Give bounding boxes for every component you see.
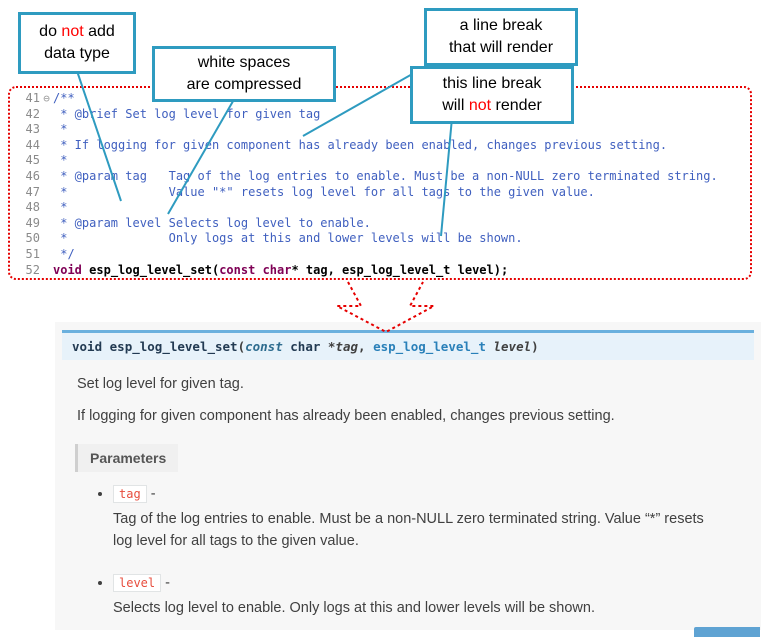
callout-text-line: white spaces: [197, 54, 291, 72]
rendered-docs: void esp_log_level_set(const char *tag, …: [55, 322, 761, 630]
doc-paragraph-detail: If logging for given component has alrea…: [77, 408, 615, 424]
line-number: 50: [25, 231, 40, 246]
line-number: 51: [25, 246, 40, 261]
fold-margin: [40, 153, 53, 169]
line-number: 45: [25, 153, 40, 168]
signature-segment: const: [245, 339, 283, 354]
callout-text-line: this line break: [442, 75, 542, 93]
doc-paragraph-brief: Set log level for given tag.: [77, 376, 244, 392]
parameter-item: level - Selects log level to enable. Only…: [113, 573, 761, 620]
callout-line-break-not-render: this line break will not render: [410, 66, 574, 124]
fold-margin: [40, 247, 53, 263]
callout-text-line: will not render: [442, 97, 542, 114]
code-line[interactable]: 49 * @param level Selects log level to e…: [16, 216, 750, 232]
signature-segment: esp_log_level_set: [109, 339, 238, 354]
callout-text-line: data type: [44, 45, 110, 62]
code-line[interactable]: 42 * @brief Set log level for given tag: [16, 107, 750, 123]
type-link[interactable]: esp_log_level_t: [373, 339, 486, 354]
next-signature-strip: [694, 627, 760, 637]
code-line[interactable]: 48 *: [16, 200, 750, 216]
code-text: *: [53, 122, 68, 137]
fold-margin: [40, 138, 53, 154]
code-text: /**: [53, 91, 75, 105]
signature-segment: char: [282, 339, 328, 354]
parameter-list: tag - Tag of the log entries to enable. M…: [55, 485, 761, 620]
callout-text-line: a line break: [459, 17, 543, 35]
parameter-name-row: tag -: [113, 485, 761, 503]
fold-margin: [40, 185, 53, 201]
param-name-literal: tag: [113, 485, 147, 503]
code-text: * @param tag Tag of the log entries to e…: [53, 168, 718, 183]
parameter-description: Tag of the log entries to enable. Must b…: [113, 511, 704, 549]
line-number: 49: [25, 215, 40, 230]
code-line[interactable]: 44 * If logging for given component has …: [16, 138, 750, 154]
code-lines: 41⊖/**42 * @brief Set log level for give…: [16, 91, 750, 278]
code-editor-snippet[interactable]: 41⊖/**42 * @brief Set log level for give…: [8, 86, 752, 280]
param-name-literal: level: [113, 573, 162, 592]
code-text: * Value "*" resets log level for all tag…: [53, 184, 595, 199]
signature-segment: ): [531, 339, 539, 354]
code-text: * Only logs at this and lower levels wil…: [53, 231, 523, 246]
code-line[interactable]: 46 * @param tag Tag of the log entries t…: [16, 169, 750, 185]
code-line[interactable]: 50 * Only logs at this and lower levels …: [16, 231, 750, 247]
line-number: 43: [25, 122, 40, 137]
function-signature: void esp_log_level_set(const char *tag, …: [62, 330, 754, 360]
line-number: 52: [25, 262, 40, 277]
parameter-name-row: level -: [113, 573, 761, 592]
fold-margin: [40, 216, 53, 232]
code-text: *: [53, 153, 68, 168]
parameters-heading: Parameters: [75, 444, 179, 472]
parameter-item: tag - Tag of the log entries to enable. M…: [113, 485, 761, 553]
line-number: 42: [25, 106, 40, 121]
code-text: */: [53, 246, 75, 261]
line-number: 46: [25, 168, 40, 183]
code-line[interactable]: 51 */: [16, 247, 750, 263]
fold-margin: [40, 263, 53, 279]
signature-segment: *tag: [327, 339, 359, 354]
parameter-description: Selects log level to enable. Only logs a…: [113, 599, 595, 616]
fold-margin: [40, 231, 53, 247]
fold-margin: [40, 107, 53, 123]
fold-margin: [40, 169, 53, 185]
signature-segment: (: [237, 339, 246, 354]
code-line[interactable]: 43 *: [16, 122, 750, 138]
signature-segment: ,: [358, 339, 374, 354]
code-line[interactable]: 52 void esp_log_level_set(const char* tag…: [16, 263, 750, 279]
fold-margin: [40, 122, 53, 138]
code-line[interactable]: 47 * Value "*" resets log level for all …: [16, 185, 750, 201]
code-text: *: [53, 200, 68, 215]
callout-line-break-renders: a line break that will render: [424, 8, 578, 66]
code-line[interactable]: 45 *: [16, 153, 750, 169]
callout-text-line: do not add: [39, 23, 115, 41]
fold-collapse-icon[interactable]: ⊖: [43, 92, 50, 105]
code-text: void esp_log_level_set(const char* tag, …: [53, 262, 509, 277]
callout-text-line: are compressed: [186, 76, 302, 93]
line-number: 44: [25, 137, 40, 152]
callout-text-line: that will render: [448, 39, 554, 56]
line-number: 41: [25, 91, 40, 105]
code-line[interactable]: 41⊖/**: [16, 91, 750, 107]
line-number: 47: [25, 184, 40, 199]
code-text: * @brief Set log level for given tag: [53, 106, 321, 121]
callout-white-spaces-compressed: white spaces are compressed: [152, 46, 336, 102]
signature-segment: void: [72, 339, 110, 354]
code-text: * @param level Selects log level to enab…: [53, 215, 371, 230]
signature-segment: level: [485, 339, 532, 354]
callout-do-not-add-data-type: do not add data type: [18, 12, 136, 74]
line-number: 48: [25, 200, 40, 215]
fold-margin: [40, 200, 53, 216]
code-text: * If logging for given component has alr…: [53, 137, 668, 152]
